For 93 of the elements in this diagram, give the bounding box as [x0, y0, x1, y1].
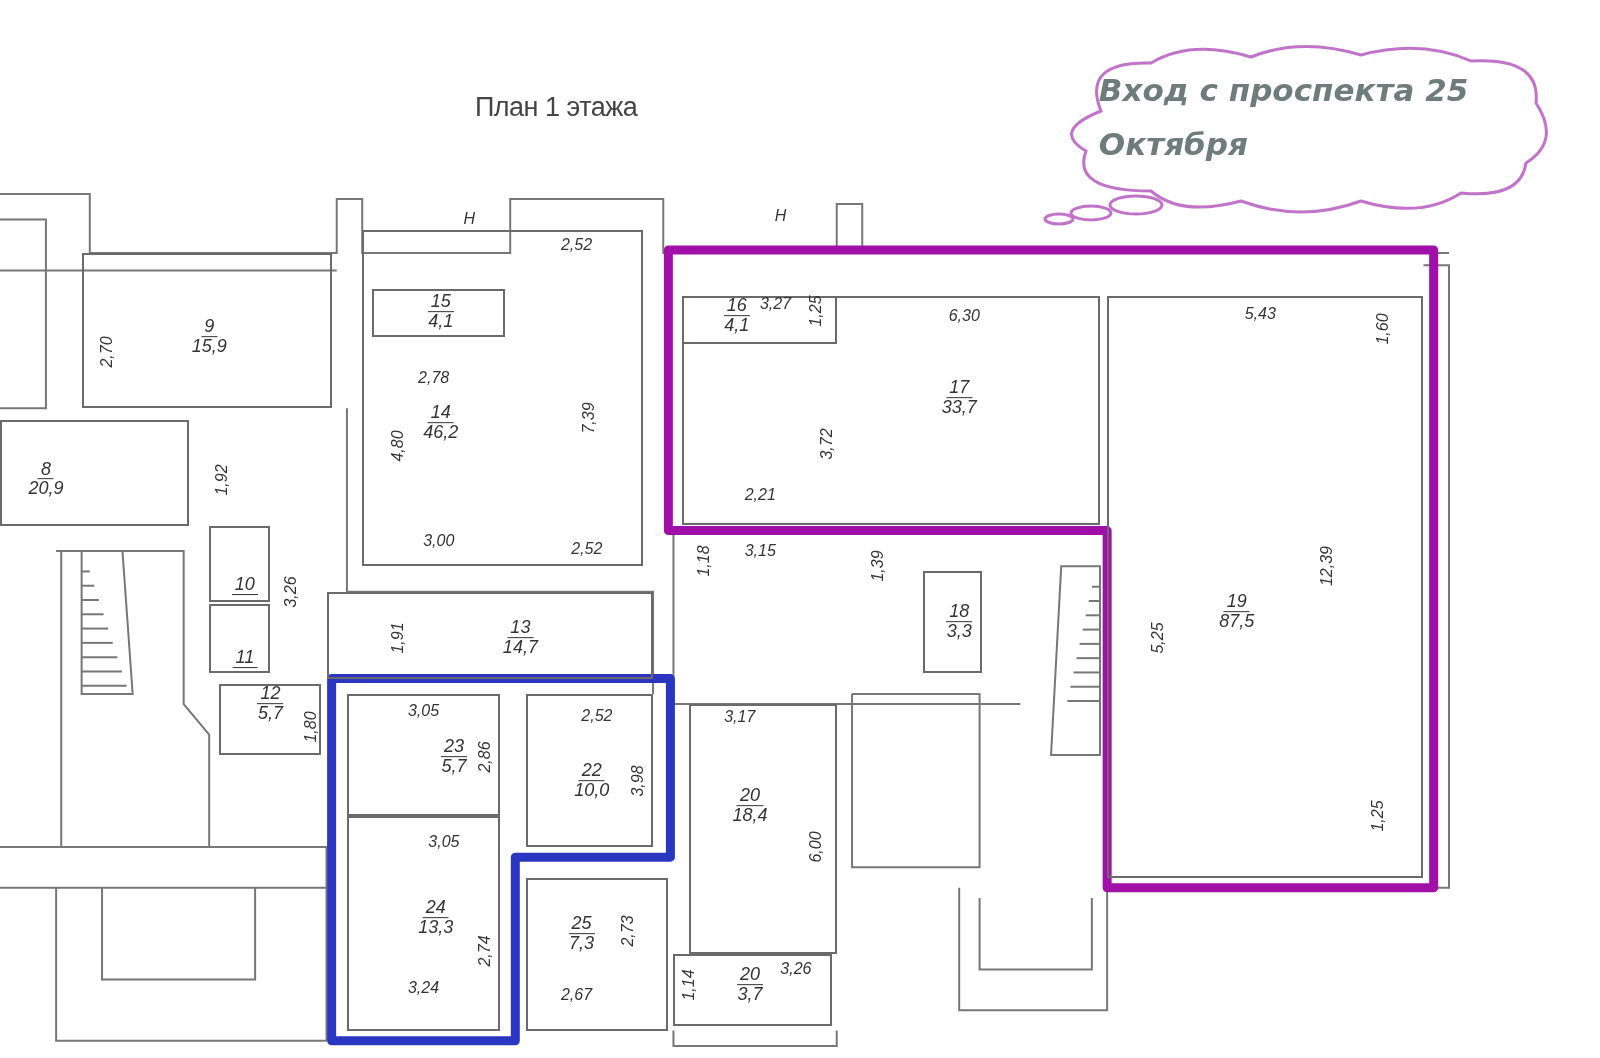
dimension-label: 3,26: [780, 961, 812, 978]
room-outline: [681, 295, 1100, 526]
room-area: 87,5: [1219, 612, 1255, 633]
dimension-label: 1,14: [680, 969, 697, 1001]
dimension-label: 2,78: [418, 369, 450, 386]
dimension-label: Н: [463, 211, 476, 228]
room-outline: [362, 229, 643, 567]
dimension-label: 2,52: [560, 236, 593, 253]
dimension-label: 3,05: [407, 703, 440, 720]
room-number: 19: [1223, 592, 1250, 613]
room-number: 20: [736, 786, 763, 807]
room-area: 15,9: [191, 336, 227, 357]
room-outline: [1107, 295, 1424, 878]
room-area: 3,7: [737, 984, 763, 1005]
room-area: 20,9: [28, 479, 64, 500]
dimension-label: 12,39: [1318, 546, 1335, 587]
dimension-label: 1,25: [1369, 800, 1386, 832]
dimension-label: 7,39: [580, 402, 597, 434]
room-outline: [326, 591, 654, 679]
room-number: 20: [736, 964, 763, 985]
dimension-label: 5,43: [1244, 306, 1276, 323]
room-number: 12: [257, 684, 284, 705]
dimension-label: 2,74: [476, 935, 493, 967]
dimension-label: 3,05: [428, 833, 460, 850]
room-number: 13: [507, 617, 534, 638]
room-number: 11: [232, 648, 258, 669]
room-area: 4,1: [724, 316, 750, 337]
dimension-label: 3,00: [423, 532, 455, 549]
room-number: 9: [201, 316, 218, 337]
plan-title: План 1 этажа: [474, 91, 638, 123]
room-outline: [219, 683, 322, 756]
dimension-label: 4,80: [389, 430, 406, 462]
room-number: 23: [441, 737, 468, 758]
dimension-label: 3,72: [818, 428, 835, 460]
dimension-label: 1,18: [696, 545, 713, 577]
dimension-label: 1,25: [808, 295, 825, 327]
cloud-text: Вход с проспекта 25 Октября: [1098, 70, 1470, 165]
dimension-label: 3,98: [629, 765, 646, 797]
room-outline: [209, 604, 271, 674]
dimension-label: 2,86: [476, 741, 493, 773]
dimension-label: 3,27: [759, 296, 792, 313]
room-outline: [923, 571, 982, 674]
room-area: 7,3: [569, 933, 595, 954]
room-outline: [372, 288, 506, 337]
dimension-label: 2,52: [581, 708, 613, 725]
room-area: 5,7: [441, 757, 467, 777]
room-number: 24: [422, 898, 449, 919]
dimension-label: 6,00: [808, 831, 825, 863]
room-number: 14: [427, 403, 454, 424]
room-outline: [346, 816, 500, 1031]
room-area: 13,3: [418, 918, 454, 939]
dimension-label: 1,91: [389, 622, 406, 654]
room-number: 10: [231, 574, 258, 595]
dimension-label: 1,60: [1374, 313, 1391, 345]
dimension-label: 1,92: [214, 464, 231, 496]
dimension-label: 3,26: [282, 576, 299, 608]
dimension-label: 3,15: [744, 543, 776, 559]
room-number: 22: [578, 760, 605, 781]
room-area: 5,7: [257, 704, 283, 724]
room-number: 18: [946, 602, 973, 623]
room-outline: [81, 253, 332, 409]
room-outline: [673, 954, 832, 1026]
dimension-label: 2,52: [571, 540, 603, 557]
room-outline: [0, 420, 189, 526]
dimension-label: 3,24: [407, 979, 440, 996]
room-outline: [688, 704, 837, 955]
room-area: 46,2: [423, 423, 459, 444]
dimension-label: 2,70: [99, 336, 116, 368]
room-outline: [525, 877, 669, 1031]
dimension-label: 2,67: [560, 986, 593, 1003]
room-number: 16: [723, 296, 750, 317]
dimension-label: 5,25: [1150, 622, 1167, 654]
dimension-label: 6,30: [948, 308, 980, 325]
room-area: 14,7: [502, 637, 538, 658]
dimension-label: 2,73: [619, 915, 636, 947]
room-outline: [681, 295, 837, 344]
room-area: 18,4: [732, 806, 768, 826]
room-area: 10,0: [574, 780, 610, 801]
room-area: 3,3: [946, 622, 972, 643]
room-outline: [346, 693, 500, 817]
room-area: 4,1: [428, 312, 454, 333]
dimension-label: 3,17: [724, 709, 756, 726]
dimension-label: Н: [774, 208, 787, 225]
dimension-label: 1,80: [303, 710, 320, 743]
room-number: 8: [37, 459, 54, 480]
room-outline: [209, 525, 271, 602]
room-number: 17: [946, 378, 973, 398]
dimension-label: 1,39: [869, 550, 886, 582]
room-outline: [525, 693, 654, 847]
room-number: 15: [427, 292, 454, 313]
room-number: 25: [568, 913, 595, 934]
dimension-label: 2,21: [744, 486, 776, 503]
room-area: 33,7: [941, 398, 977, 418]
